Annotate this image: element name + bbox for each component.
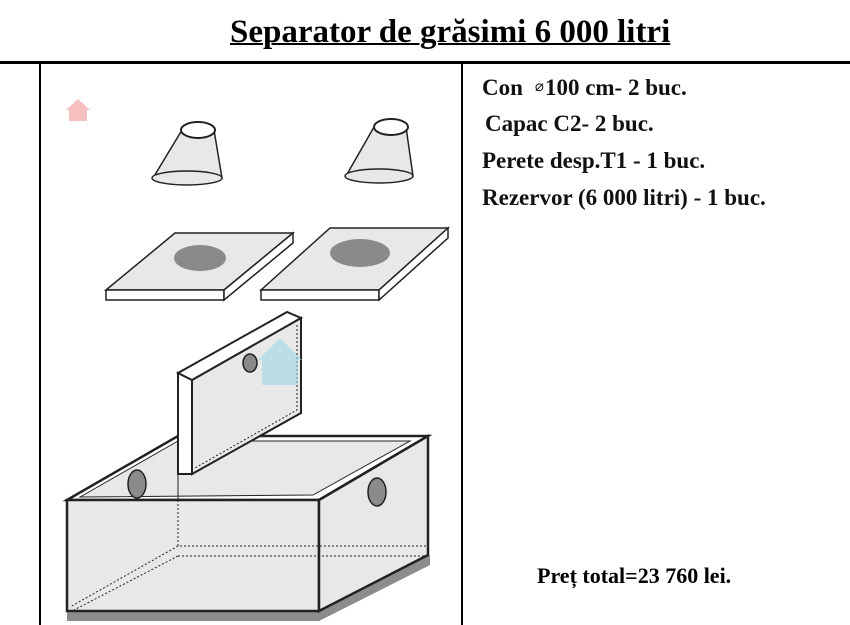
component-perete: Perete desp.T1 - 1 buc.: [482, 148, 706, 173]
cone-right: [344, 118, 414, 184]
left-border: [39, 62, 41, 625]
tank-front-face: [65, 498, 321, 613]
outlet-hole: [367, 477, 387, 507]
component-prefix: Con: [482, 75, 523, 100]
page-title: Separator de grăsimi 6 000 litri: [230, 14, 671, 50]
tank-base: [67, 555, 430, 621]
watermark-house-icon: [66, 99, 90, 121]
diameter-icon: ⌀: [534, 79, 544, 95]
inlet-hole: [127, 469, 147, 499]
lid-left: [103, 231, 296, 302]
component-label: 100 cm- 2 buc.: [544, 75, 687, 100]
tank-side-face: [317, 433, 430, 614]
components-list: Con ⌀100 cm- 2 buc. Capac C2- 2 buc. Pere…: [482, 72, 766, 220]
column-divider: [461, 62, 463, 625]
component-capac: Capac C2- 2 buc.: [485, 111, 654, 136]
component-rezervor: Rezervor (6 000 litri) - 1 buc.: [482, 185, 766, 210]
lid-right: [259, 226, 450, 302]
total-price: Preț total=23 760 lei.: [537, 563, 732, 588]
watermark-house-icon-center: [258, 338, 302, 385]
header-divider: [0, 61, 850, 64]
component-con: Con ⌀100 cm- 2 buc.: [482, 72, 766, 109]
cone-left: [151, 121, 223, 186]
